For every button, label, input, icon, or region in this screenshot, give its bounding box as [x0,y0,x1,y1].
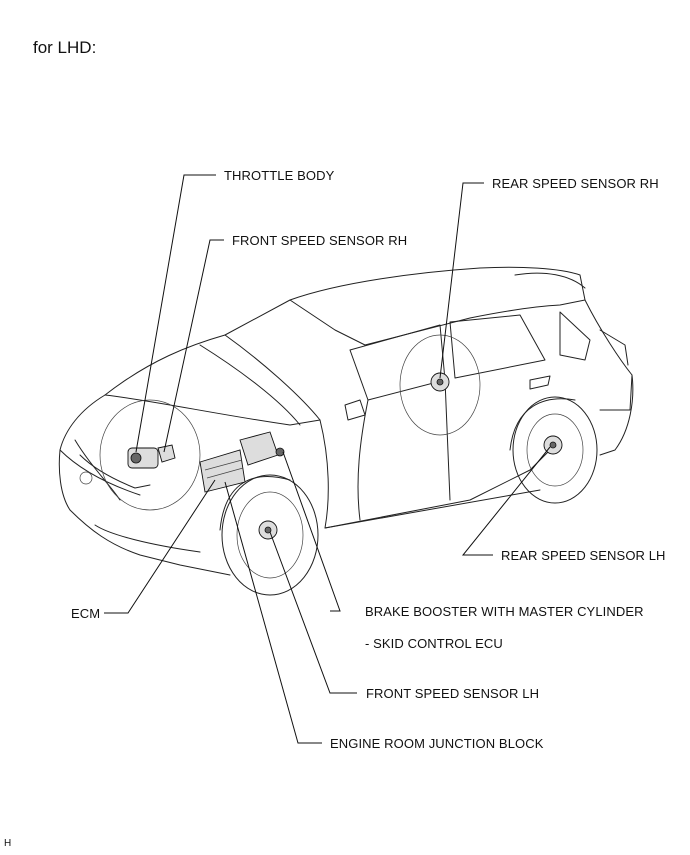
label-throttle-body: THROTTLE BODY [224,168,335,183]
label-front-speed-sensor-lh: FRONT SPEED SENSOR LH [366,686,540,701]
label-front-speed-sensor-rh: FRONT SPEED SENSOR RH [232,233,408,248]
label-brake-booster: BRAKE BOOSTER WITH MASTER CYLINDER [365,604,644,619]
label-engine-room-junction-block: ENGINE ROOM JUNCTION BLOCK [330,736,544,751]
leader-brake-booster [282,451,341,612]
leader-throttle-body [135,174,216,453]
label-rear-speed-sensor-lh: REAR SPEED SENSOR LH [501,548,666,563]
leader-lines [104,174,551,744]
leader-engine-room-junction-block [224,481,322,744]
leader-rear-speed-sensor-lh [461,446,551,556]
leader-front-speed-sensor-rh [163,239,224,453]
label-skid-control-ecu: - SKID CONTROL ECU [365,636,503,651]
page-title: for LHD: [33,38,97,57]
throttle-body-part [127,447,159,469]
leader-ecm [104,479,216,614]
corner-mark: H [4,838,12,849]
label-ecm: ECM [71,606,101,621]
leader-front-speed-sensor-lh [269,531,357,694]
leader-rear-speed-sensor-rh [439,182,484,379]
wheels [99,334,598,596]
front-speed-sensor-lh-part [258,520,278,540]
front-speed-sensor-rh-part [157,444,176,463]
ecm-part [199,449,246,493]
brake-booster-part [239,431,285,466]
rear-speed-sensor-rh-part [430,372,450,392]
label-rear-speed-sensor-rh: REAR SPEED SENSOR RH [492,176,659,191]
car-body [58,266,634,576]
